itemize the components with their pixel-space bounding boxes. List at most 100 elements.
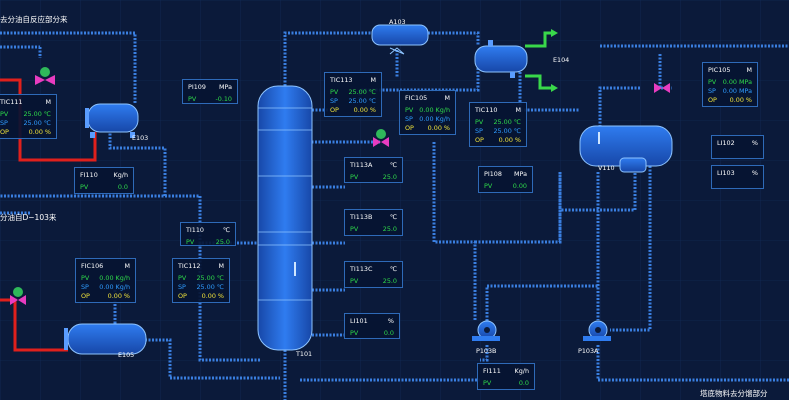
panel-unit: M (746, 66, 752, 74)
panel-tag: TI113A (350, 161, 373, 169)
heat-exchanger-icon[interactable] (85, 103, 139, 138)
arrow-icon (551, 84, 558, 92)
feed-title: 去分油自反应部分来 (0, 15, 68, 24)
p103b-label: P103B (476, 347, 497, 355)
drum-icon[interactable] (579, 125, 673, 173)
sp-key: SP (178, 283, 186, 291)
li102-panel[interactable]: LI102% (711, 135, 764, 159)
panel-tag: LI103 (717, 169, 735, 177)
panel-unit: ℃ (389, 265, 397, 273)
e104-label: E104 (553, 56, 570, 64)
panel-unit: M (218, 262, 224, 270)
panel-unit: M (444, 94, 450, 102)
pi109-panel[interactable]: PI109 MPa PV -0.10 (182, 79, 238, 104)
panel-tag: PI109 (188, 83, 206, 91)
p103a-label: P103A (578, 347, 599, 355)
op-value: 0.00 % (498, 136, 521, 144)
heat-exchanger-icon[interactable] (474, 40, 528, 78)
sp-value: 25.00 ℃ (196, 283, 224, 291)
pv-value: 0.00 Kg/h (419, 106, 450, 114)
pv-key: PV (484, 182, 493, 190)
control-valve-icon[interactable] (10, 287, 26, 305)
control-valve-icon[interactable] (654, 83, 670, 93)
sp-value: 25.00 ℃ (493, 127, 521, 135)
sp-key: SP (0, 119, 8, 127)
panel-tag: FI111 (483, 367, 501, 375)
panel-unit: M (124, 262, 130, 270)
sp-value: 0.00 Kg/h (419, 115, 450, 123)
panel-tag: PIC105 (708, 66, 731, 74)
panel-tag: FI110 (80, 171, 98, 179)
op-value: 0.00 % (353, 106, 376, 114)
pv-key: PV (80, 183, 89, 191)
control-valve-icon[interactable] (35, 67, 55, 85)
op-key: OP (0, 128, 9, 136)
heat-exchanger-icon[interactable] (64, 323, 147, 355)
panel-unit: MPa (514, 170, 527, 178)
pump-icon[interactable] (583, 320, 611, 341)
op-key: OP (81, 292, 90, 300)
pv-value: 25.00 ℃ (196, 274, 224, 282)
panel-tag: TI110 (186, 226, 204, 234)
pv-key: PV (178, 274, 187, 282)
op-key: OP (178, 292, 187, 300)
panel-tag: PI108 (484, 170, 502, 178)
panel-tag: TIC112 (178, 262, 201, 270)
distillation-column-icon[interactable] (257, 85, 313, 351)
pv-value: 25.0 (382, 277, 397, 285)
panel-tag: FIC106 (81, 262, 104, 270)
panel-unit: M (370, 76, 376, 84)
panel-unit: MPa (219, 83, 232, 91)
ti110-panel[interactable]: TI110 ℃ PV 25.0 (180, 222, 236, 246)
sp-value: 0.00 Kg/h (99, 283, 130, 291)
a103-label: A103 (389, 18, 406, 26)
pi108-panel[interactable]: PI108 MPa PV 0.00 (478, 166, 533, 193)
e105-label: E105 (118, 351, 135, 359)
panel-unit: ℃ (222, 226, 230, 234)
control-valve-icon[interactable] (373, 129, 389, 147)
pv-value: 0.00 (512, 182, 527, 190)
panel-tag: TIC113 (330, 76, 353, 84)
sp-value: 25.00 ℃ (23, 119, 51, 127)
pv-key: PV (350, 173, 359, 181)
li103-panel[interactable]: LI103% (711, 165, 764, 189)
drum-icon[interactable] (371, 24, 429, 55)
pv-key: PV (188, 95, 197, 103)
pv-value: -0.10 (215, 95, 232, 103)
op-key: OP (330, 106, 339, 114)
sp-value: 25.00 ℃ (348, 97, 376, 105)
product-pipes (525, 31, 552, 90)
pv-value: 25.0 (382, 225, 397, 233)
pump-icon[interactable] (472, 320, 500, 341)
pv-key: PV (330, 88, 339, 96)
pv-value: 25.00 ℃ (348, 88, 376, 96)
op-value: 0.00 % (729, 96, 752, 104)
arrow-icon (551, 29, 558, 37)
op-value: 0.00 % (107, 292, 130, 300)
panel-tag: TIC111 (0, 98, 23, 106)
pv-value: 25.0 (215, 238, 230, 246)
pv-key: PV (405, 106, 414, 114)
op-value: 0.00 % (28, 128, 51, 136)
pv-key: PV (350, 329, 359, 337)
pv-value: 0.0 (117, 183, 128, 191)
panel-tag: FIC105 (405, 94, 428, 102)
pv-value: 0.00 MPa (722, 78, 752, 86)
panel-unit: ℃ (389, 161, 397, 169)
sp-value: 0.00 MPa (722, 87, 752, 95)
pv-key: PV (186, 238, 195, 246)
panel-tag: TIC110 (475, 106, 498, 114)
